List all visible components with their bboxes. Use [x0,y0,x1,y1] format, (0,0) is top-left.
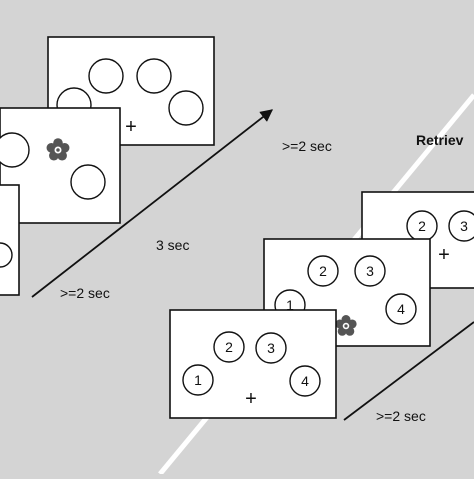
fixation-cross: + [245,388,257,410]
number-label: 2 [225,339,233,355]
number-label: 2 [418,218,426,234]
duration-label: 3 sec [156,237,189,253]
lower-left-interval-label: >=2 sec [60,285,110,301]
retrieval-timeline-line [343,321,474,421]
number-label: 1 [286,297,294,313]
fixation-cross: + [125,116,137,138]
number-label: 3 [267,340,275,356]
number-label: 1 [194,372,202,388]
lower-right-interval-label: >=2 sec [376,408,426,424]
encoding-panel-front [0,184,20,296]
number-label: 4 [397,301,405,317]
retrieval-panel-front: 2 3 1 4 + [169,309,337,419]
number-label: 4 [301,373,309,389]
fixation-cross: + [438,244,450,266]
upper-interval-label: >=2 sec [282,138,332,154]
encoding-panel-middle [0,107,121,224]
number-label: 3 [460,218,468,234]
retrieval-title: Retriev [416,132,464,148]
number-label: 2 [319,263,327,279]
number-label: 3 [366,263,374,279]
arrow-icon [31,109,273,298]
